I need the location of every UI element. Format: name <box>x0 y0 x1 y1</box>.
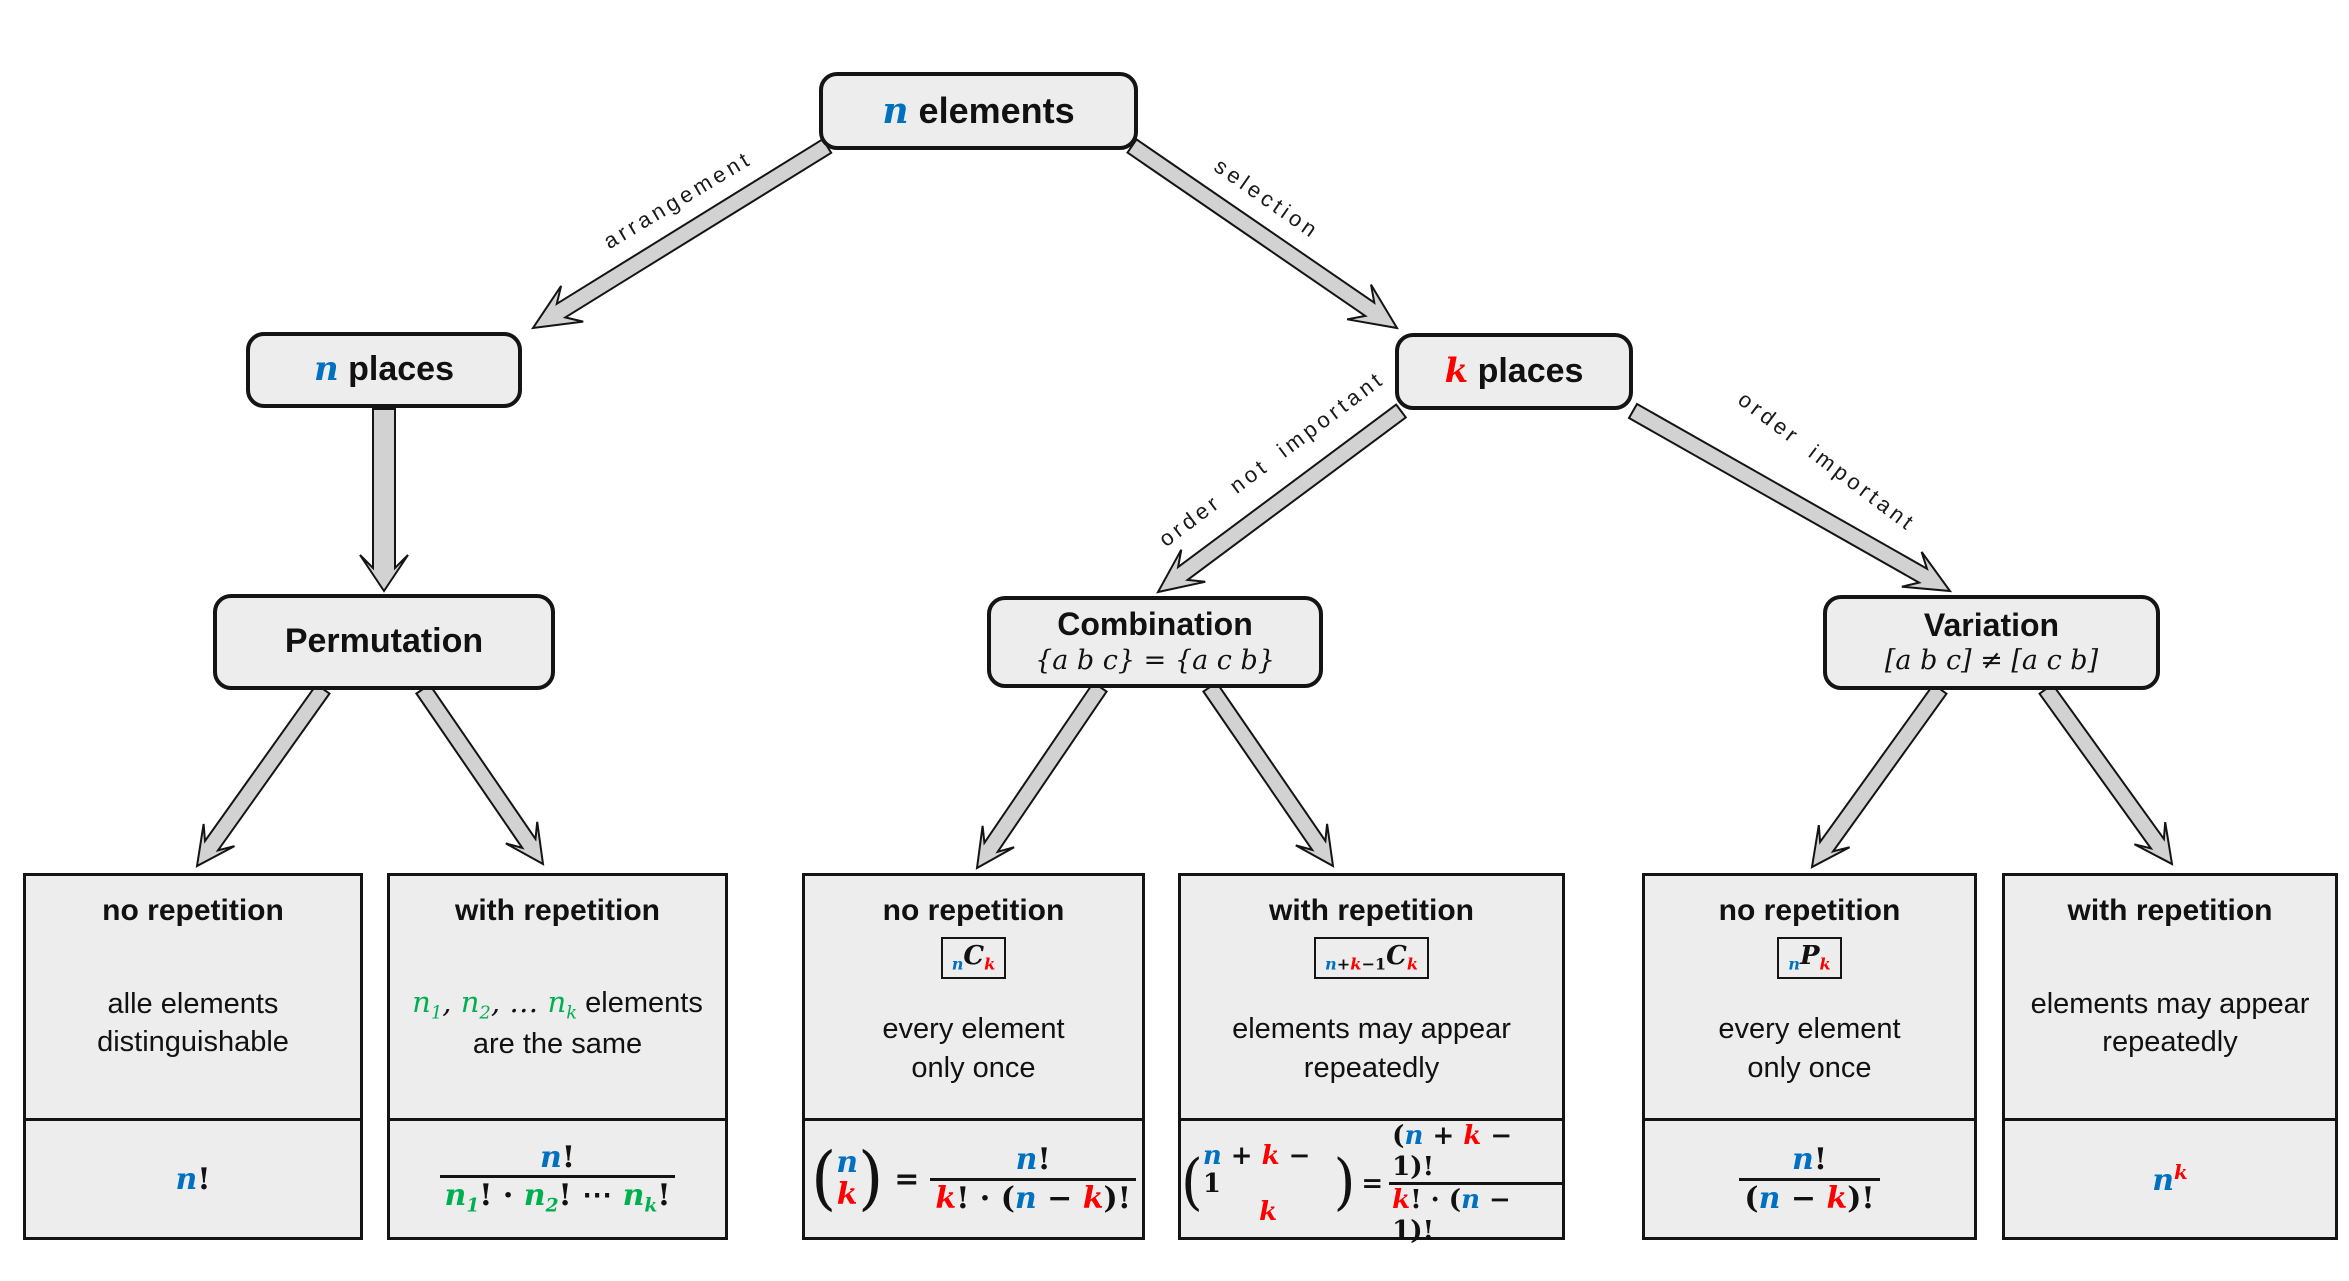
arrow-order-not-important <box>1156 403 1408 594</box>
leaf-combination-with-repetition: with repetition n+k−1Ck elements may app… <box>1178 873 1565 1246</box>
arrow-combination-to-with-repetition <box>1202 681 1335 868</box>
node-combination-label: Combination <box>1057 606 1253 643</box>
desc-line-2: are the same <box>472 1027 643 1060</box>
desc-line-2: repeatedly <box>1303 1051 1440 1084</box>
node-n-elements: n elements <box>819 72 1138 150</box>
leaf-formula: nk <box>2005 1118 2335 1237</box>
leaf-variation-with-repetition: with repetition elements may appear repe… <box>2002 873 2338 1240</box>
leaf-combination-no-repetition: no repetition nCk every element only onc… <box>802 873 1145 1240</box>
leaf-permutation-with-repetition: with repetition n1, n2, … nk elements ar… <box>387 873 728 1240</box>
leaf-description: every element only once <box>882 1010 1064 1087</box>
node-k-places: k places <box>1395 333 1633 410</box>
binomial: ( n k ) <box>811 1138 884 1220</box>
arrow-permutation-to-no-repetition <box>195 683 331 868</box>
arrow-selection <box>1126 138 1399 330</box>
leaf-title: no repetition <box>102 894 284 927</box>
binomial-top: n + k − 1 <box>1202 1140 1311 1199</box>
leaf-formula: n! (n − k)! <box>1645 1118 1974 1237</box>
arrow-combination-to-no-repetition <box>975 681 1108 870</box>
formula-n-factorial: n! <box>175 1161 211 1197</box>
desc-line-1: every element <box>1718 1013 1901 1046</box>
leaf-notation-badge: n+k−1Ck <box>1314 937 1429 980</box>
leaf-formula: n! n1! · n2! ⋯ nk! <box>390 1118 725 1237</box>
arrow-n-places-to-permutation <box>359 408 409 593</box>
formula-n-power-k: nk <box>2152 1160 2188 1198</box>
fraction-numerator: n! <box>1792 1142 1827 1178</box>
arrow-order-important <box>1627 402 1953 593</box>
leaf-top: with repetition n+k−1Ck elements may app… <box>1181 876 1562 1118</box>
fraction-denominator: k! · (n − 1)! <box>1389 1182 1562 1246</box>
node-combination: Combination {a b c} = {a c b} <box>987 596 1323 688</box>
paren-right: ) <box>858 1138 884 1220</box>
node-n-places: n places <box>246 332 522 408</box>
leaf-formula: ( n + k − 1 k ) = (n + k − 1)! k! · (n −… <box>1181 1118 1562 1247</box>
binomial-bottom: k <box>836 1177 858 1212</box>
binomial-top: n <box>836 1144 859 1180</box>
node-permutation: Permutation <box>213 594 555 690</box>
desc-line-1: n1, n2, … nk elements <box>412 984 703 1024</box>
desc-line-1: elements may appear <box>2030 987 2310 1020</box>
leaf-permutation-no-repetition: no repetition alle elements distinguisha… <box>23 873 363 1240</box>
paren-right: ) <box>1333 1147 1356 1218</box>
node-n-places-label: n places <box>313 349 455 390</box>
fraction-denominator: n1! · n2! ⋯ nk! <box>439 1175 676 1217</box>
leaf-formula: n! <box>26 1118 360 1237</box>
fraction-numerator: (n + k − 1)! <box>1392 1121 1513 1182</box>
desc-line-1: elements may appear <box>1232 1013 1511 1046</box>
node-n-elements-label: n elements <box>882 89 1075 132</box>
leaf-notation-badge: nCk <box>940 937 1007 980</box>
leaf-top: no repetition nCk every element only onc… <box>805 876 1142 1118</box>
leaf-top: with repetition elements may appear repe… <box>2005 876 2335 1118</box>
fraction-numerator: n! <box>540 1140 575 1176</box>
leaf-title: no repetition <box>1718 894 1901 927</box>
fraction-denominator: k! · (n − k)! <box>930 1177 1136 1216</box>
leaf-title: no repetition <box>882 894 1065 927</box>
leaf-description: elements may appear repeatedly <box>2031 985 2310 1062</box>
leaf-title: with repetition <box>2067 894 2273 927</box>
desc-line-2: distinguishable <box>97 1026 289 1058</box>
leaf-title: with repetition <box>455 894 660 927</box>
leaf-description: every element only once <box>1718 1010 1900 1087</box>
desc-line-2: only once <box>911 1051 1036 1084</box>
binomial-column: n k <box>836 1144 859 1212</box>
fraction-numerator: n! <box>1015 1142 1051 1178</box>
fraction: n! n1! · n2! ⋯ nk! <box>439 1140 676 1218</box>
desc-line-1: every element <box>882 1013 1065 1046</box>
equals-sign: = <box>894 1161 920 1197</box>
fraction-denominator: (n − k)! <box>1739 1177 1880 1216</box>
leaf-top: no repetition nPk every element only onc… <box>1645 876 1974 1118</box>
desc-line-2: repeatedly <box>2102 1026 2238 1058</box>
leaf-title: with repetition <box>1269 894 1474 927</box>
node-k-places-label: k places <box>1444 350 1584 391</box>
arrow-variation-to-no-repetition <box>1810 682 1948 869</box>
leaf-top: with repetition n1, n2, … nk elements ar… <box>390 876 725 1118</box>
fraction: n! k! · (n − k)! <box>930 1142 1136 1216</box>
arrow-permutation-to-with-repetition <box>415 683 545 866</box>
node-permutation-label: Permutation <box>284 622 484 661</box>
binomial-column: n + k − 1 k <box>1203 1142 1334 1226</box>
binomial: ( n + k − 1 k ) <box>1181 1142 1355 1226</box>
paren-left: ( <box>811 1138 837 1220</box>
leaf-description: elements may appear repeatedly <box>1232 1010 1511 1087</box>
node-variation-subtitle: [a b c] ≠ [a c b] <box>1884 645 2099 677</box>
fraction: n! (n − k)! <box>1739 1142 1880 1216</box>
equals-sign: = <box>1361 1168 1384 1199</box>
arrow-arrangement <box>530 137 833 330</box>
leaf-variation-no-repetition: no repetition nPk every element only onc… <box>1642 873 1977 1240</box>
leaf-top: no repetition alle elements distinguisha… <box>26 876 360 1118</box>
desc-line-1: alle elements <box>107 987 279 1020</box>
binomial-bottom: k <box>1259 1196 1278 1227</box>
desc-line-2: only once <box>1747 1051 1872 1084</box>
node-variation: Variation [a b c] ≠ [a c b] <box>1823 595 2160 690</box>
fraction: (n + k − 1)! k! · (n − 1)! <box>1389 1121 1562 1247</box>
leaf-description: n1, n2, … nk elements are the same <box>412 983 703 1063</box>
paren-left: ( <box>1181 1147 1203 1218</box>
leaf-formula: ( n k ) = n! k! · (n − k)! <box>805 1118 1142 1237</box>
leaf-notation-badge: nPk <box>1777 937 1842 980</box>
leaf-description: alle elements distinguishable <box>97 985 289 1062</box>
arrow-variation-to-with-repetition <box>2038 682 2174 866</box>
node-variation-label: Variation <box>1923 606 2060 643</box>
node-combination-subtitle: {a b c} = {a c b} <box>1035 644 1275 676</box>
